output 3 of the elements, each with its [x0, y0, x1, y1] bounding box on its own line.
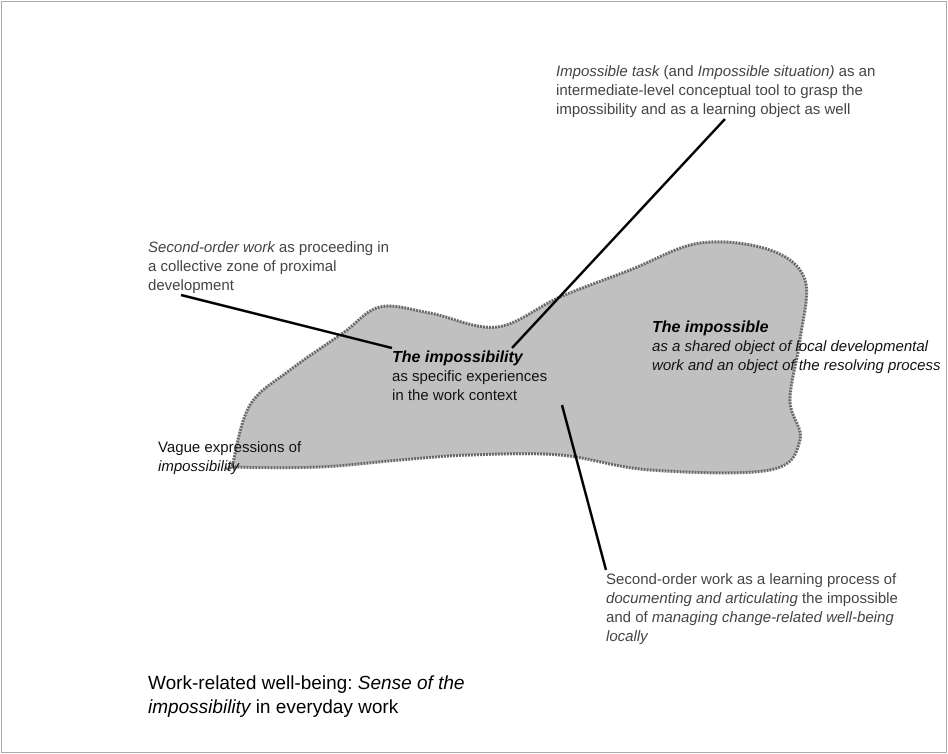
annotation-text: Second-order work as a learning process of documenting and articulating the impossible and of managing change-related well-being locally	[606, 570, 906, 646]
caption-text: Work-related well-being: Sense of the impossibility in everyday work	[148, 672, 466, 720]
annotation-text: Impossible task (and Impossible situation) as an intermediate-level conceptual tool to grasp the impossibility and as a learning object as well	[556, 62, 896, 119]
